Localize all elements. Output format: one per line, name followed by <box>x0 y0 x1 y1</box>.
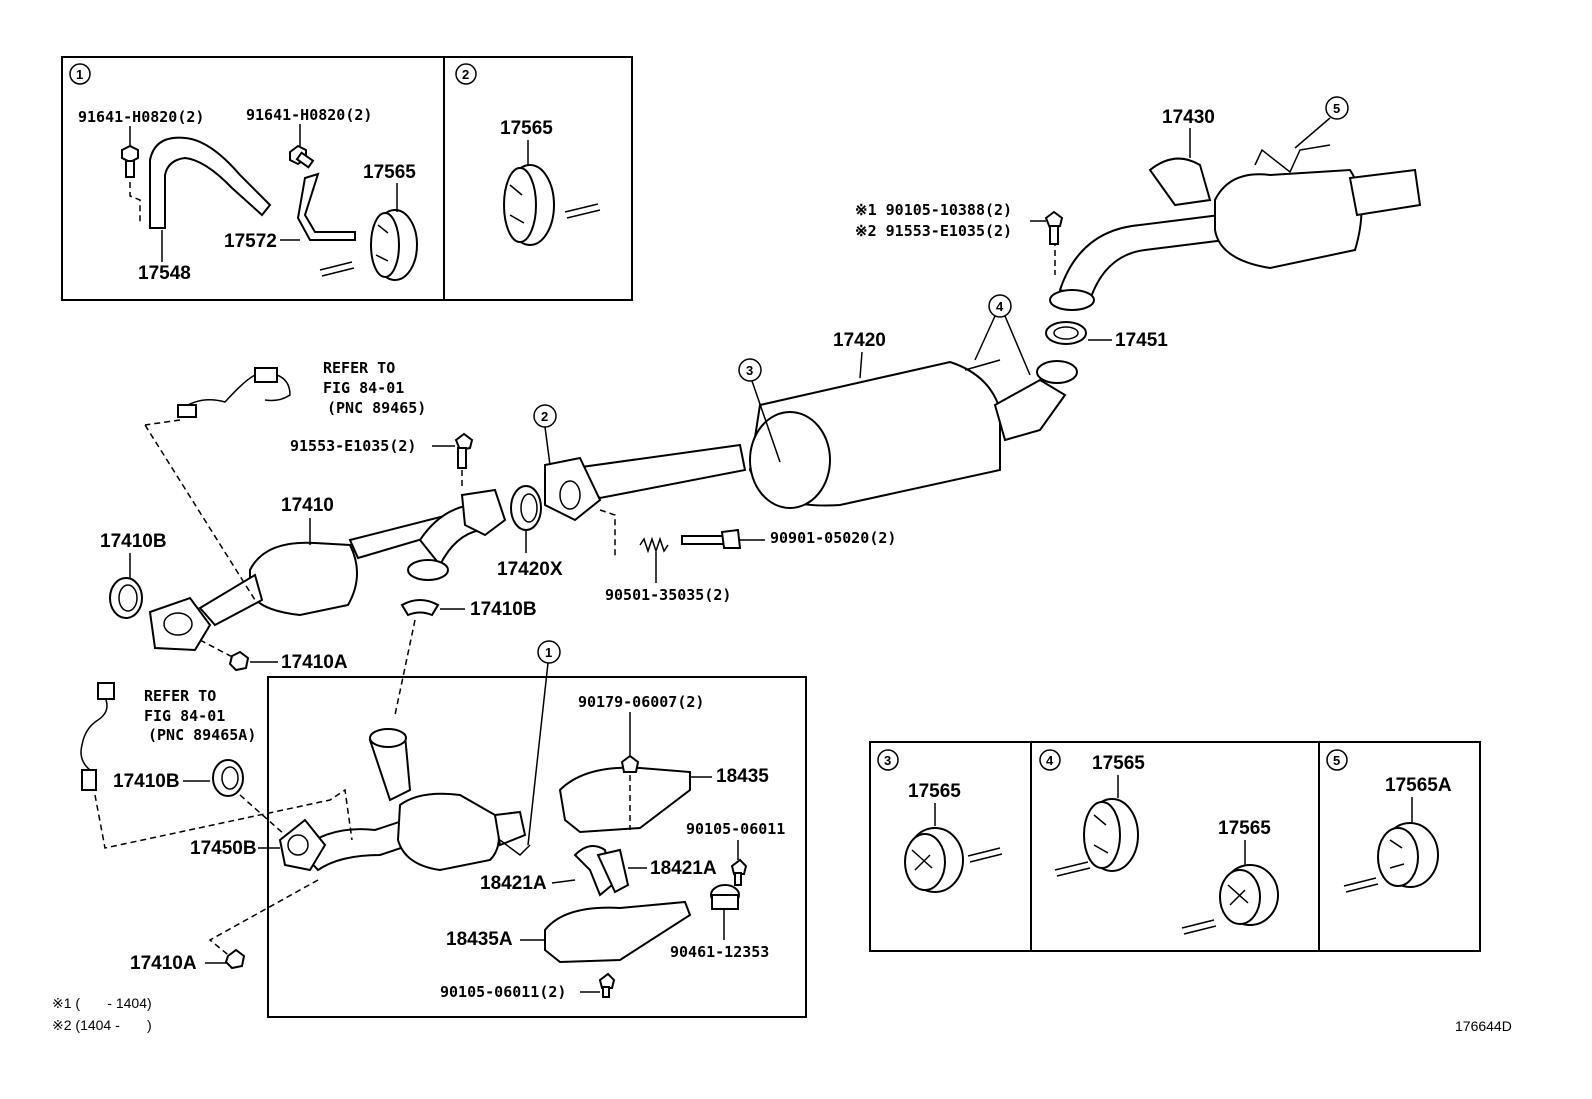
nut-17410a-a: 17410A <box>199 639 348 673</box>
gasket-17451: 17451 <box>1045 321 1168 351</box>
heat-insulator-lower <box>544 900 692 964</box>
part-label: 18435A <box>446 929 513 950</box>
part-label: 17450B <box>190 838 257 859</box>
part-label: ※1 90105-10388(2) <box>855 201 1012 219</box>
oxygen-sensor-lower: REFER TO FIG 84-01 (PNC 89465A) <box>80 682 353 849</box>
reference-note: REFER TO <box>323 359 395 377</box>
part-label: 17548 <box>138 263 191 284</box>
part-label: 17565 <box>363 162 416 183</box>
center-muffler-assembly: 17420 4 3 2 <box>533 294 1078 558</box>
part-label: 90179-06007(2) <box>578 693 704 711</box>
callout-5: 5 <box>1333 753 1340 768</box>
part-label: 90461-12353 <box>670 943 769 961</box>
part-label: 17572 <box>224 231 277 252</box>
part-label: 17410A <box>130 953 197 974</box>
tail-silencer <box>1214 168 1363 270</box>
inset-box-1: 1 91641-H0820(2) 91641-H0820(2) 17565 17… <box>61 56 445 301</box>
callout-2: 2 <box>462 67 469 82</box>
callout-3: 3 <box>746 363 753 378</box>
hanger-rod <box>296 172 356 241</box>
callout-2: 2 <box>541 409 548 424</box>
lower-converter-box: 1 18435 90179-06007(2) 18421A 18421A 901… <box>267 640 807 1018</box>
part-label: 17410B <box>113 771 180 792</box>
callout-1: 1 <box>545 645 552 660</box>
part-label: 90901-05020(2) <box>770 529 896 547</box>
part-label: 17565 <box>908 781 961 802</box>
gasket-17420x: 17420X <box>497 485 563 580</box>
part-label: 17565 <box>500 118 553 139</box>
reference-note: (PNC 89465A) <box>148 726 256 744</box>
strap-bracket <box>149 136 272 229</box>
gasket-17410b-a: 17410B <box>100 531 167 619</box>
reference-note: FIG 84-01 <box>323 379 404 397</box>
converter-body <box>249 541 359 617</box>
footnote: ※2 (1404 - ) <box>52 1017 152 1033</box>
part-label: 91641-H0820(2) <box>246 106 372 124</box>
part-label: 17410A <box>281 652 348 673</box>
part-label: 17410B <box>470 599 537 620</box>
part-label: 17410B <box>100 531 167 552</box>
part-label: 17430 <box>1162 107 1215 128</box>
callout-3: 3 <box>884 753 891 768</box>
part-label: 17420X <box>497 559 563 580</box>
part-label: 91553-E1035(2) <box>290 437 416 455</box>
inset-box-4: 4 17565 17565 <box>1030 741 1320 952</box>
reference-note: REFER TO <box>144 687 216 705</box>
spring-90501: 90501-35035(2) <box>605 536 731 604</box>
converter-body <box>396 792 500 872</box>
part-label: 17410 <box>281 495 334 516</box>
inset-box-2: 2 17565 <box>443 56 633 301</box>
bracket <box>596 848 630 894</box>
tail-pipe-assembly: 17430 5 ※1 90105-10388(2) ※2 91553-E1035… <box>855 96 1422 311</box>
nut-icon <box>620 754 640 773</box>
front-converter-assembly: 17410 91553-E1035(2) REFER TO FIG 84-01 … <box>144 359 507 652</box>
bolt-icon <box>289 124 315 169</box>
bolt-icon <box>598 972 616 989</box>
footnote: ※1 ( - 1404) <box>52 995 152 1011</box>
callout-4: 4 <box>996 299 1004 314</box>
bolt-icon <box>121 126 141 222</box>
nut-17410a-b: 17410A <box>130 879 319 974</box>
part-label: 17565 <box>1218 818 1271 839</box>
oxygen-sensor-upper <box>144 367 291 601</box>
gasket-17410b-b: 17410B <box>394 599 537 716</box>
part-label: 17420 <box>833 330 886 351</box>
gasket-17410b-c: 17410B <box>113 759 286 836</box>
part-label: 18421A <box>650 858 717 879</box>
part-label: 90105-06011 <box>686 820 785 838</box>
part-label: 90105-06011(2) <box>440 983 566 1001</box>
part-label: 17565A <box>1385 775 1452 796</box>
reference-note: FIG 84-01 <box>144 707 225 725</box>
part-label: 91641-H0820(2) <box>78 108 204 126</box>
inset-box-3: 3 17565 <box>869 741 1032 952</box>
inset-box-5: 5 17565A <box>1318 741 1481 952</box>
diagram-code: 176644D <box>1455 1018 1512 1034</box>
bolt-icon <box>730 858 748 875</box>
bolt-90901: 90901-05020(2) <box>681 528 896 549</box>
converter-label: 17450B <box>190 838 280 859</box>
part-label: 18421A <box>480 873 547 894</box>
part-label: ※2 91553-E1035(2) <box>855 222 1012 240</box>
callout-4: 4 <box>1046 753 1054 768</box>
part-label: 90501-35035(2) <box>605 586 731 604</box>
part-label: 17451 <box>1115 330 1168 351</box>
callout-5: 5 <box>1333 101 1340 116</box>
part-label: 18435 <box>716 766 769 787</box>
part-label: 17565 <box>1092 753 1145 774</box>
callout-1: 1 <box>76 67 83 82</box>
reference-note: (PNC 89465) <box>327 399 426 417</box>
heat-insulator <box>558 766 691 834</box>
